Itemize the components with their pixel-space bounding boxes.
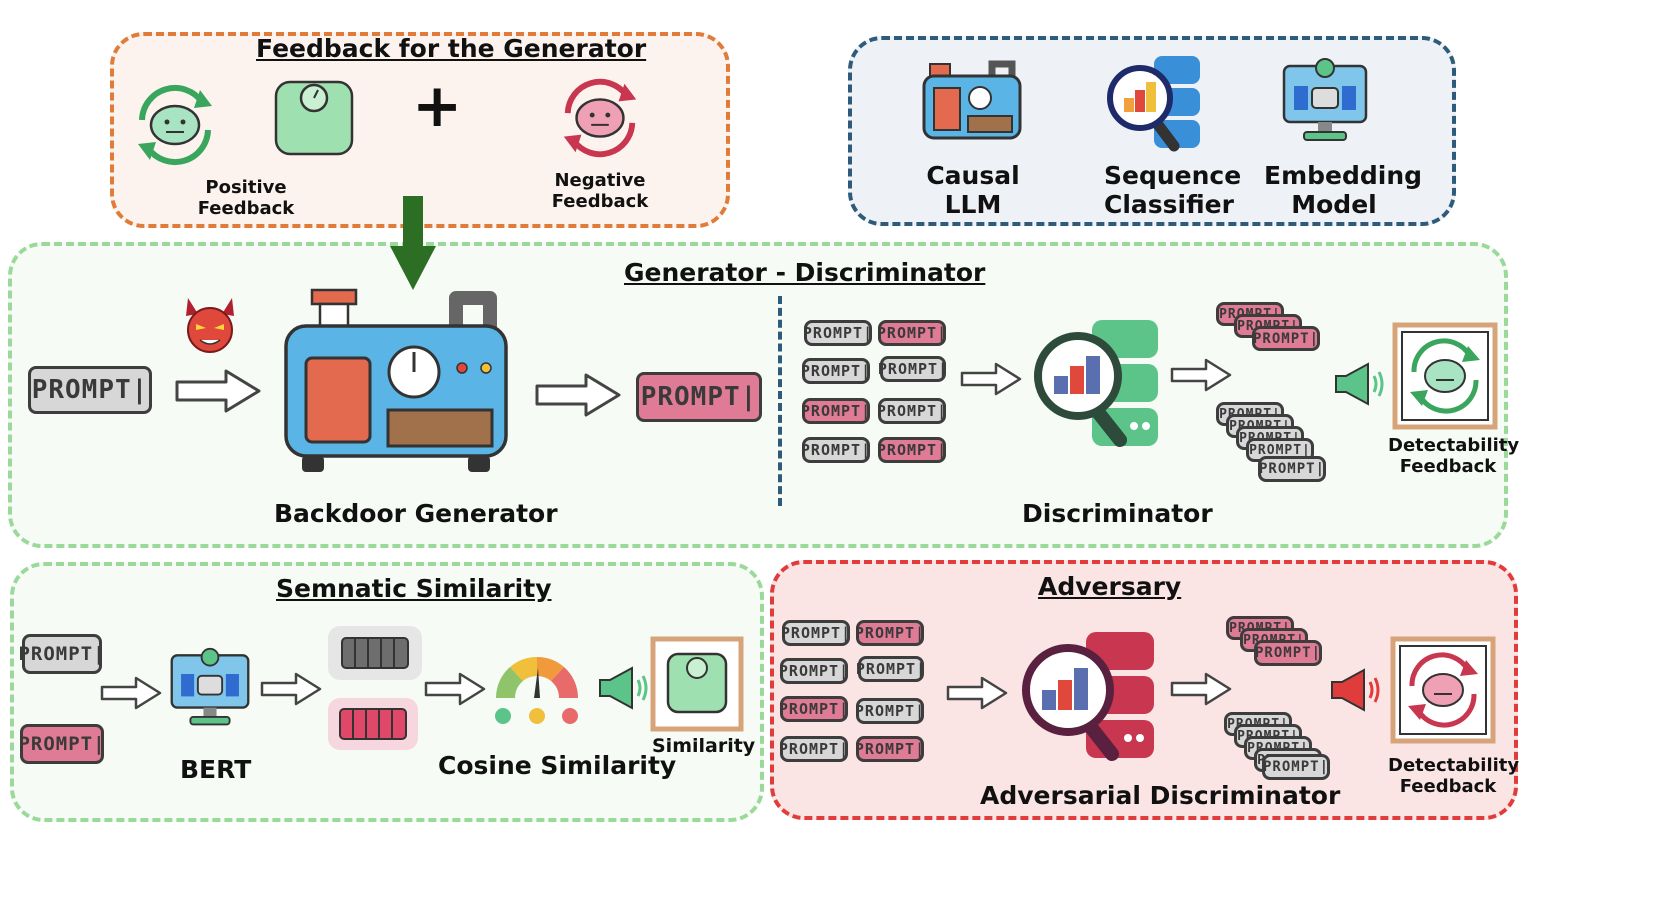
devil-icon xyxy=(186,298,234,353)
embedding-model-icon xyxy=(1282,58,1368,141)
arrow-icon xyxy=(100,676,162,710)
prompt-token: PROMPT| xyxy=(781,620,850,646)
prompt-token: PROMPT| xyxy=(855,698,924,724)
semantic-similarity-title: Semnatic Similarity xyxy=(276,574,552,603)
negative-feedback-icon xyxy=(563,78,637,158)
backdoor-generator-label: Backdoor Generator xyxy=(274,499,558,528)
embedding-vector-icon xyxy=(328,698,418,750)
generator-discriminator-title: Generator - Discriminator xyxy=(624,258,986,287)
prompt-token: PROMPT| xyxy=(779,658,848,684)
prompt-token: PROMPT| xyxy=(1258,456,1326,482)
arrow-icon xyxy=(260,672,322,706)
arrow-icon xyxy=(1170,358,1232,392)
detectability-feedback-label: Detectability Feedback xyxy=(1388,755,1520,797)
prompt-token: PROMPT| xyxy=(801,398,870,424)
prompt-token: PROMPT| xyxy=(855,620,924,646)
prompt-token: PROMPT| xyxy=(18,634,105,674)
prompt-token: PROMPT| xyxy=(779,736,848,762)
bert-icon xyxy=(170,647,250,726)
detectability-feedback-icon xyxy=(1390,636,1496,744)
prompt-token: PROMPT| xyxy=(856,656,925,682)
prompt-token: PROMPT| xyxy=(1262,754,1330,780)
cosine-similarity-label: Cosine Similarity xyxy=(438,751,677,780)
prompt-token: PROMPT| xyxy=(801,358,870,384)
backdoor-generator-icon xyxy=(284,288,508,472)
positive-feedback-label: Positive Feedback xyxy=(197,177,295,219)
megaphone-icon xyxy=(599,666,648,710)
prompt-token: PROMPT| xyxy=(1252,326,1320,351)
prompt-token: PROMPT| xyxy=(18,724,105,764)
discriminator-icon xyxy=(1034,320,1158,447)
adversary-panel xyxy=(770,560,1518,820)
arrow-icon xyxy=(960,362,1022,396)
embedding-model-label: Embedding Model xyxy=(1264,161,1423,219)
arrow-icon xyxy=(946,676,1008,710)
feedback-panel-title: Feedback for the Generator xyxy=(256,34,647,63)
feedback-arrow-icon xyxy=(390,196,436,290)
discriminator-label: Discriminator xyxy=(1022,499,1213,528)
adversarial-discriminator-icon xyxy=(1022,632,1154,761)
similarity-label: Similarity xyxy=(652,735,756,757)
generated-prompt-token: PROMPT| xyxy=(636,372,762,422)
adversarial-discriminator-label: Adversarial Discriminator xyxy=(980,781,1341,810)
section-divider xyxy=(778,296,782,506)
prompt-token: PROMPT| xyxy=(1254,640,1322,666)
bert-label: BERT xyxy=(180,755,252,784)
prompt-token: PROMPT| xyxy=(877,398,946,424)
scale-icon xyxy=(274,80,354,156)
prompt-token: PROMPT| xyxy=(803,320,872,346)
megaphone-icon xyxy=(1331,668,1380,712)
prompt-token: PROMPT| xyxy=(779,696,848,722)
causal-llm-label: Causal LLM xyxy=(926,161,1020,219)
positive-feedback-icon xyxy=(138,84,212,166)
arrow-icon xyxy=(1170,672,1232,706)
megaphone-icon xyxy=(1335,362,1384,406)
prompt-token: PROMPT| xyxy=(855,736,924,762)
arrow-icon xyxy=(175,369,261,413)
prompt-token: PROMPT| xyxy=(877,320,946,346)
plus-sign: + xyxy=(412,71,463,141)
prompt-token: PROMPT| xyxy=(877,437,946,463)
arrow-icon xyxy=(535,373,621,417)
detectability-feedback-label: Detectability Feedback xyxy=(1388,435,1520,477)
causal-llm-icon xyxy=(922,60,1022,140)
embedding-vector-icon xyxy=(328,626,422,680)
arrow-icon xyxy=(424,672,486,706)
sequence-classifier-label: Sequence Classifier xyxy=(1104,161,1242,219)
feedback-panel xyxy=(110,32,730,228)
negative-feedback-label: Negative Feedback xyxy=(551,170,649,212)
sequence-classifier-icon xyxy=(1107,56,1200,152)
adversary-panel-title: Adversary xyxy=(1038,572,1182,601)
input-prompt-token: PROMPT| xyxy=(28,366,152,414)
gauge-icon xyxy=(495,656,579,724)
similarity-scale-icon xyxy=(650,636,744,732)
prompt-token: PROMPT| xyxy=(878,356,947,382)
detectability-feedback-icon xyxy=(1392,322,1498,430)
prompt-token: PROMPT| xyxy=(801,437,870,463)
